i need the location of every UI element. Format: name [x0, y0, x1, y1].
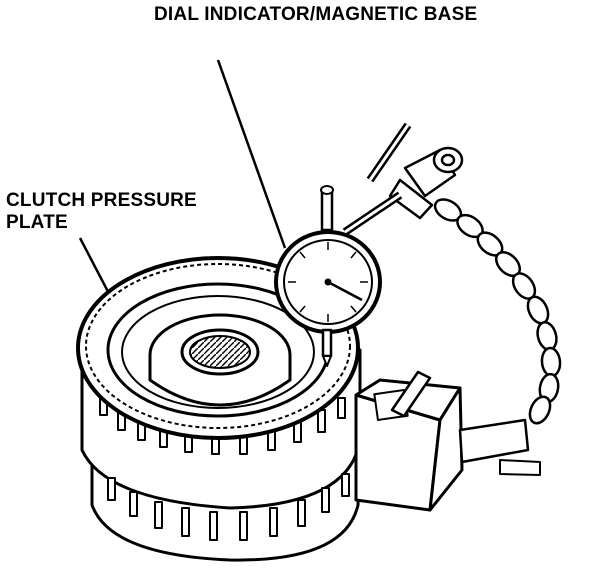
- dial-needle: [327, 280, 363, 302]
- flexible-arm: [433, 198, 562, 425]
- indicator-arm-inner: [344, 193, 401, 234]
- upper-rod-inner: [368, 124, 410, 181]
- clamp-knob-inner: [440, 153, 456, 167]
- arm-clamp: [342, 122, 464, 236]
- base-rod: [458, 418, 530, 464]
- dial-ticks: [288, 242, 368, 322]
- clutch-label-line-2: PLATE: [6, 212, 68, 233]
- dial-leader-line: [216, 59, 287, 249]
- clutch-pressure-plate-label: CLUTCH PRESSURE PLATE: [6, 190, 197, 234]
- dial-stem-bottom: [321, 328, 333, 358]
- dial-stem-cap: [320, 185, 334, 195]
- dial-stem-top: [320, 188, 334, 232]
- clutch-label-line-1: CLUTCH PRESSURE: [6, 190, 197, 211]
- magnetic-base: [354, 370, 541, 512]
- base-knob: [499, 459, 541, 476]
- clamp-joint: [388, 178, 434, 220]
- hub-wall: [148, 355, 292, 407]
- clutch-assembly: [76, 256, 362, 562]
- base-switch-lever: [390, 370, 432, 418]
- dial-pivot: [324, 278, 332, 286]
- hub-bore-spline: [189, 335, 251, 369]
- dial-indicator-label: DIAL INDICATOR/MAGNETIC BASE: [154, 4, 478, 25]
- dial-plunger-tip: [322, 355, 332, 367]
- dial-indicator: [274, 185, 382, 367]
- base-side: [428, 386, 464, 512]
